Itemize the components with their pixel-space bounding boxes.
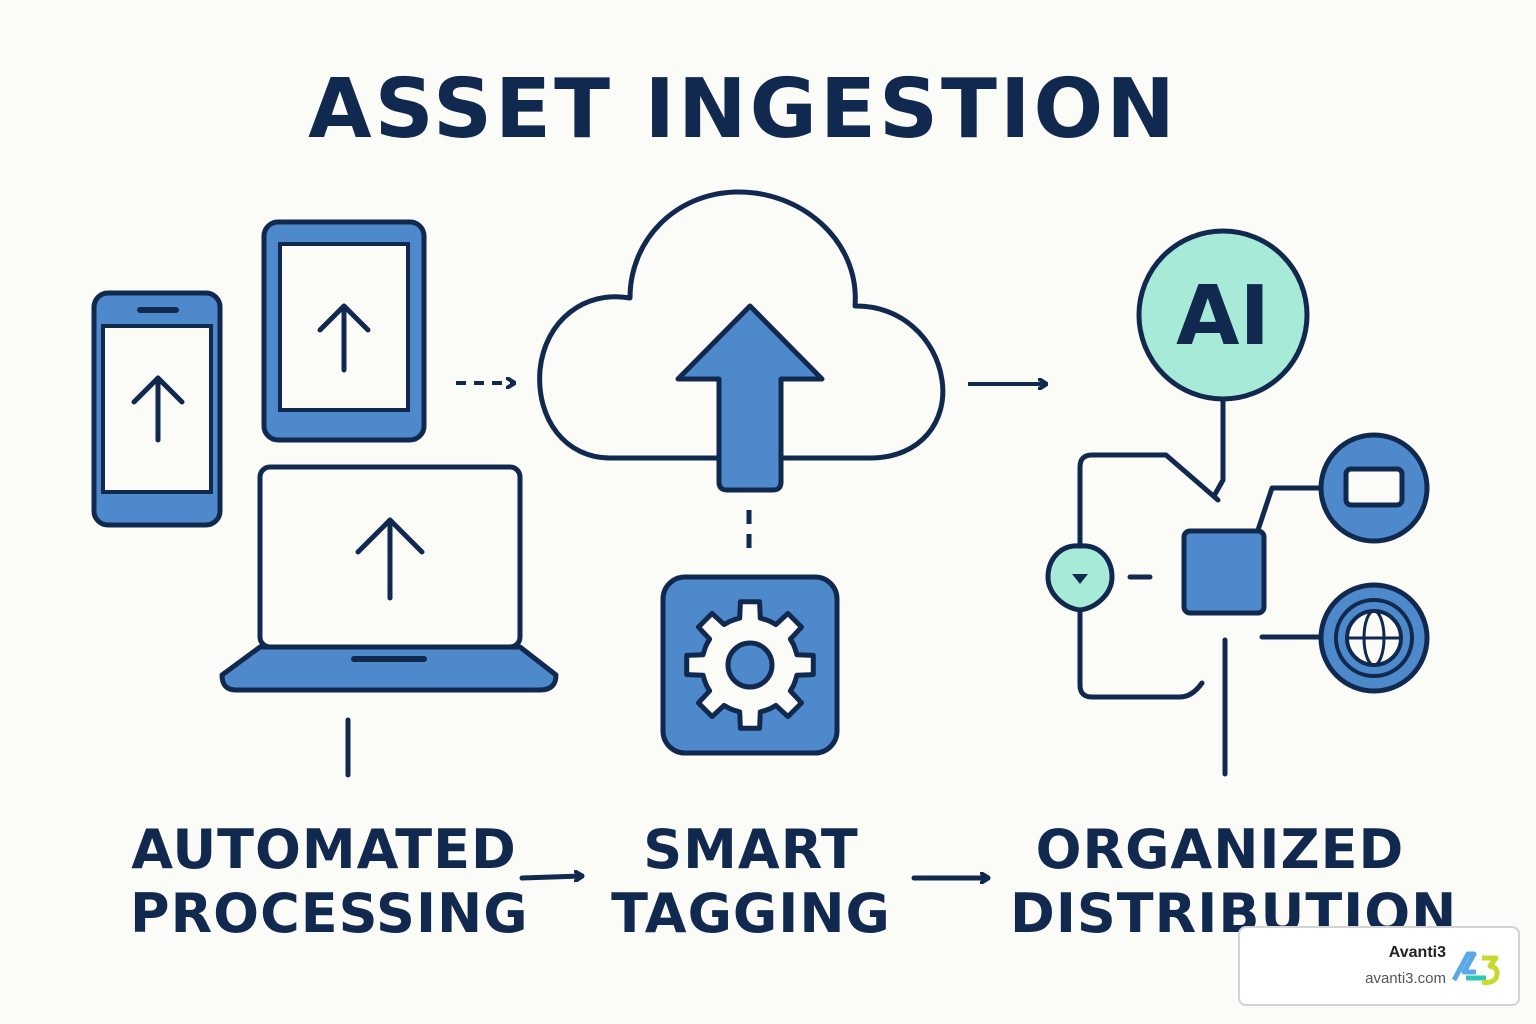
distribution-network [1077, 397, 1323, 777]
ai-badge: AI [1136, 228, 1310, 402]
monitor-node-icon [1318, 432, 1430, 544]
step-label-organized-distribution: ORGANIZED DISTRIBUTION [1010, 818, 1456, 946]
step-label-automated-processing: AUTOMATED PROCESSING [130, 818, 529, 946]
gear-icon [660, 574, 840, 756]
heart-node-icon [1045, 543, 1115, 613]
step-label-smart-tagging: SMART TAGGING [596, 818, 906, 946]
step-label-line1: AUTOMATED [131, 818, 517, 881]
step-label-line1: ORGANIZED [1035, 818, 1405, 881]
step-label-line2: TAGGING [611, 882, 891, 945]
phone-icon [91, 290, 223, 528]
step-label-line1: SMART [643, 818, 859, 881]
tablet-icon [261, 219, 427, 443]
avanti3-logo-icon [1452, 951, 1500, 985]
cloud-upload-icon [537, 189, 946, 493]
hub-square-icon [1181, 528, 1267, 616]
step-arrow [519, 876, 585, 878]
watermark-url: avanti3.com [1365, 970, 1446, 987]
watermark-name: Avanti3 [1388, 944, 1446, 961]
watermark-badge[interactable]: Avanti3 avanti3.com [1238, 926, 1520, 1006]
diagram-title: ASSET INGESTION [308, 62, 1178, 157]
ai-label: AI [1176, 269, 1270, 364]
globe-node-icon [1318, 582, 1430, 694]
step-label-line2: PROCESSING [130, 882, 529, 945]
laptop-icon [219, 464, 559, 693]
